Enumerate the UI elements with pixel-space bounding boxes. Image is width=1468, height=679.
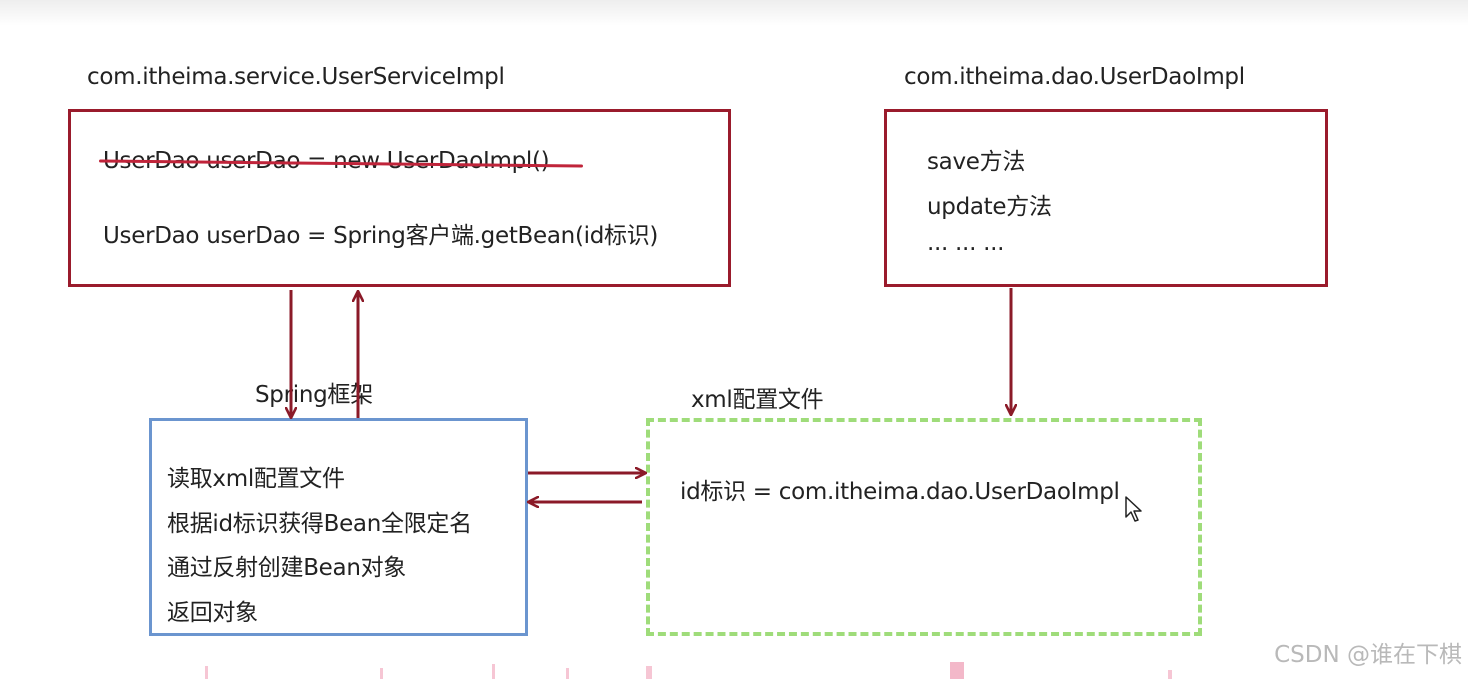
- spring-framework-box: 读取xml配置文件 根据id标识获得Bean全限定名 通过反射创建Bean对象 …: [149, 418, 528, 636]
- old-instantiation-line: UserDao userDao = new UserDaoImpl(): [98, 148, 584, 174]
- spring-step-reflection: 通过反射创建Bean对象: [167, 555, 407, 581]
- spring-step-return: 返回对象: [167, 600, 258, 626]
- dao-impl-box: save方法 update方法 ... ... ...: [884, 109, 1328, 287]
- service-class-title: com.itheima.service.UserServiceImpl: [87, 64, 505, 90]
- xml-config-label: xml配置文件: [691, 387, 824, 413]
- xml-id-mapping-line: id标识 = com.itheima.dao.UserDaoImpl: [680, 479, 1120, 505]
- xml-config-box: id标识 = com.itheima.dao.UserDaoImpl: [646, 418, 1202, 636]
- spring-framework-label: Spring框架: [255, 382, 373, 408]
- csdn-watermark: CSDN @谁在下棋: [1274, 642, 1462, 668]
- bottom-decoration: [205, 662, 1172, 679]
- update-method-line: update方法: [927, 194, 1052, 220]
- window-top-shade: [0, 0, 1468, 26]
- spring-step-read-xml: 读取xml配置文件: [167, 466, 345, 492]
- dao-class-title: com.itheima.dao.UserDaoImpl: [904, 64, 1245, 90]
- mouse-pointer-icon: [1125, 496, 1142, 522]
- spring-step-get-classname: 根据id标识获得Bean全限定名: [167, 511, 472, 537]
- ellipsis-line: ... ... ...: [927, 230, 1005, 256]
- service-impl-box: UserDao userDao = new UserDaoImpl() User…: [68, 109, 731, 287]
- save-method-line: save方法: [927, 149, 1026, 175]
- getbean-line: UserDao userDao = Spring客户端.getBean(id标识…: [103, 223, 659, 249]
